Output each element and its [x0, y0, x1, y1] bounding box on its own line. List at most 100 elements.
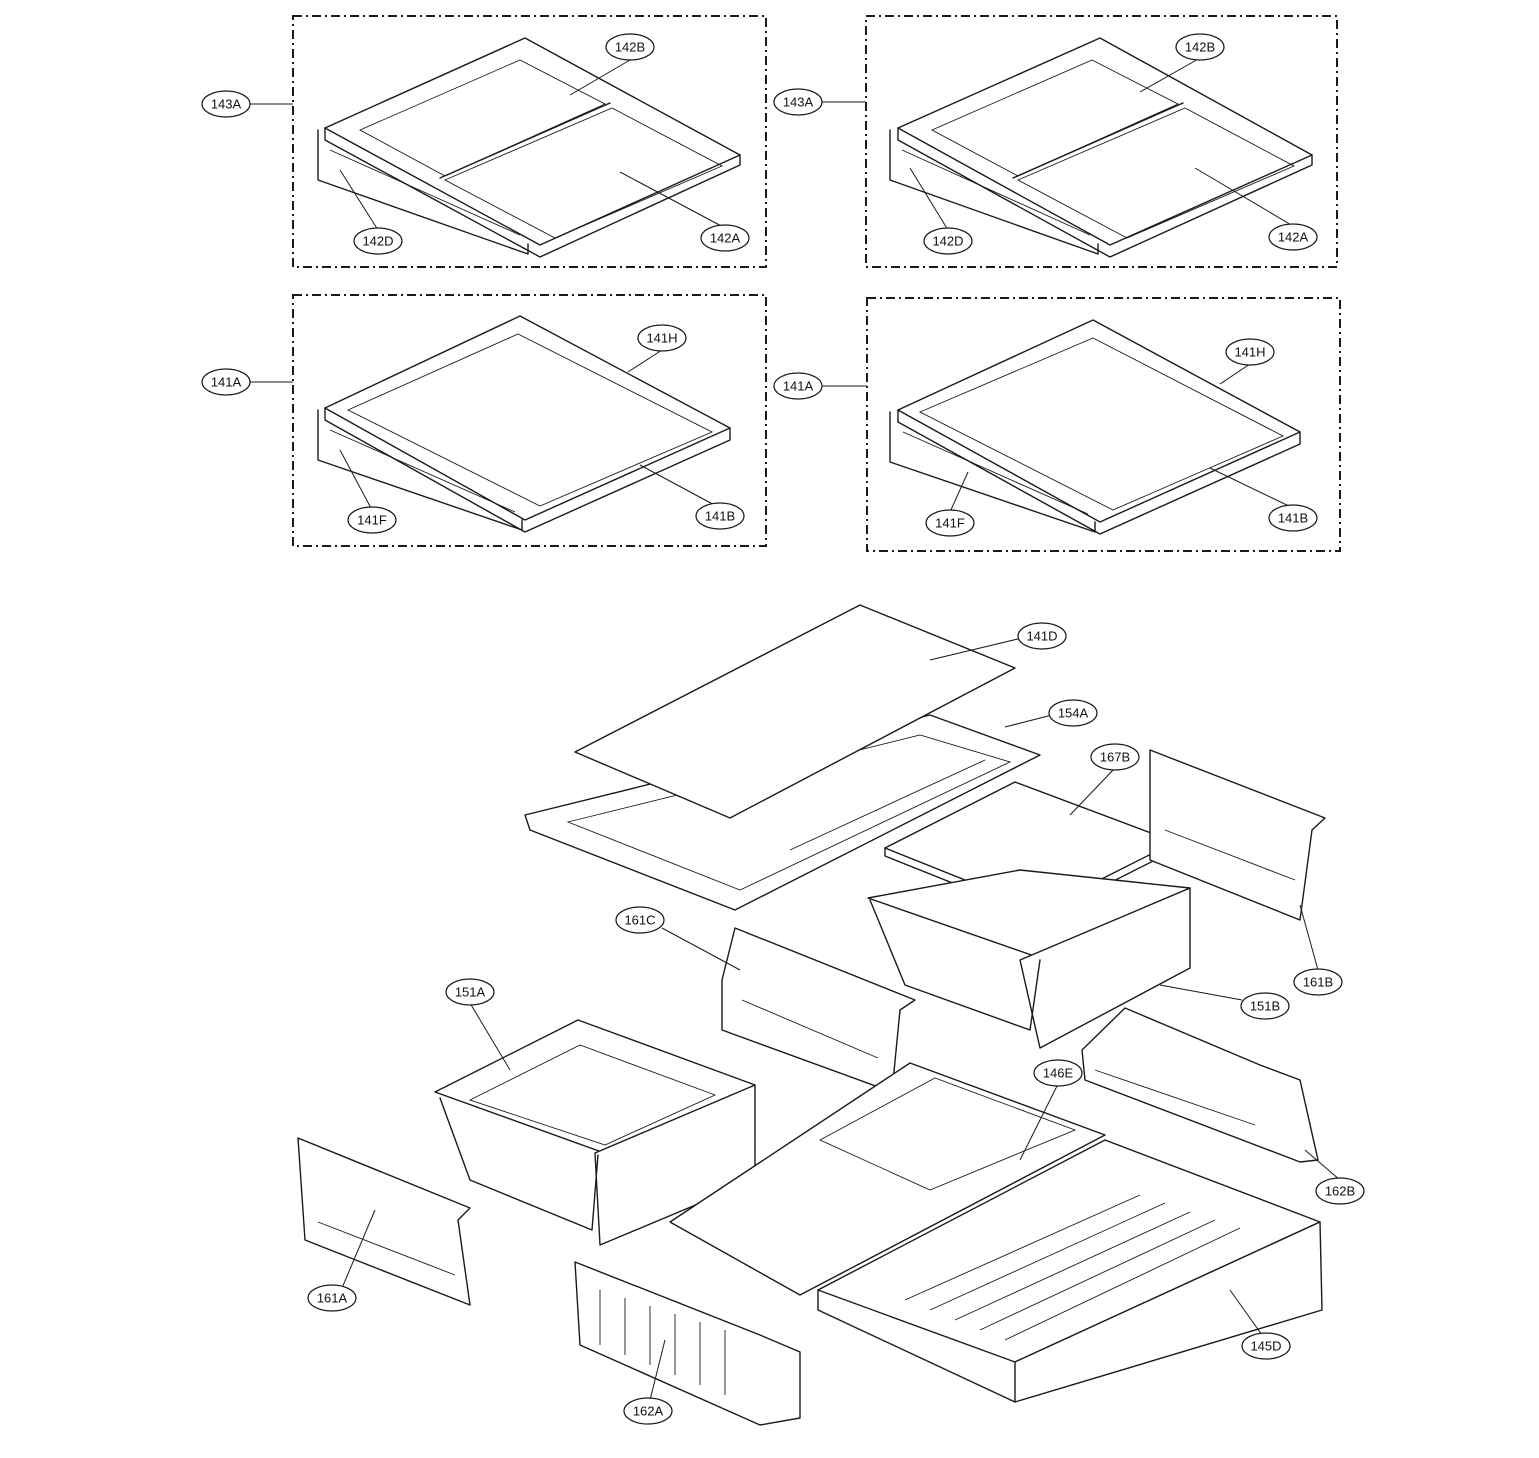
glass-panel-141H	[918, 337, 1285, 511]
assembly-boundary-box	[865, 15, 1338, 268]
shelf-divider	[1012, 102, 1184, 179]
callout-text: 142D	[932, 234, 963, 249]
shelf-frame	[324, 37, 741, 246]
callout-162A: 162A	[623, 1397, 673, 1425]
rail-panel	[721, 927, 916, 1093]
rail-panel	[574, 1261, 801, 1426]
shelf-front-edge	[324, 127, 741, 258]
callout-161C: 161C	[615, 906, 665, 934]
callout-text: 161C	[624, 913, 655, 928]
crisper-drawer-151B	[867, 869, 1191, 1049]
bracket-rail	[901, 149, 1091, 236]
callout-143A-left: 143A	[201, 90, 251, 118]
callout-141B-right: 141B	[1268, 504, 1318, 532]
callout-145D: 145D	[1241, 1332, 1291, 1360]
drawer-body	[869, 899, 1041, 1031]
callout-142D-right: 142D	[923, 227, 973, 255]
assembly-boundary-box	[292, 15, 767, 268]
callout-text: 141A	[783, 379, 814, 394]
drawer-tray-145D	[817, 1139, 1323, 1403]
divider-plate	[669, 1062, 1106, 1296]
callout-162B: 162B	[1315, 1177, 1365, 1205]
drawer-interior	[468, 1044, 717, 1146]
glass-shelf-141D	[574, 604, 1016, 819]
callout-141B-left: 141B	[695, 502, 745, 530]
callout-141F-left: 141F	[347, 506, 397, 534]
shelf-assembly-143A-right	[865, 15, 1338, 268]
callout-text: 141F	[357, 513, 387, 528]
callout-text: 142A	[1278, 230, 1309, 245]
shelf-bracket-141F	[889, 411, 1096, 533]
shelf-divider	[439, 102, 611, 179]
callout-141H-left: 141H	[637, 324, 687, 352]
callout-141H-right: 141H	[1225, 338, 1275, 366]
callout-143A-right: 143A	[773, 88, 823, 116]
drawer-rail-161B	[1149, 749, 1326, 921]
callout-142B-left: 142B	[605, 33, 655, 61]
rail-vents	[741, 999, 879, 1059]
rail-track	[317, 1221, 456, 1276]
shelf-assembly-141A-right	[866, 297, 1341, 552]
callout-text: 146E	[1043, 1066, 1074, 1081]
callout-142A-left: 142A	[700, 224, 750, 252]
bracket-rail	[902, 431, 1089, 515]
callout-151B: 151B	[1240, 992, 1290, 1020]
drawer-body	[439, 1097, 599, 1231]
drawer-rail-161C	[721, 927, 916, 1093]
callout-161A: 161A	[307, 1284, 357, 1312]
callout-146E: 146E	[1033, 1059, 1083, 1087]
callout-141D: 141D	[1017, 622, 1067, 650]
callout-text: 161B	[1303, 975, 1333, 990]
callout-text: 143A	[783, 95, 814, 110]
callout-text: 145D	[1250, 1339, 1281, 1354]
rail-track	[1164, 829, 1296, 881]
callout-text: 141A	[211, 375, 242, 390]
callout-151A: 151A	[445, 978, 495, 1006]
glass-panel-141H	[346, 333, 714, 507]
rail-track	[1094, 1069, 1256, 1126]
callout-142D-left: 142D	[353, 227, 403, 255]
drawer-rail-162A	[574, 1261, 801, 1426]
callout-text: 161A	[317, 1291, 348, 1306]
drawer-rail-161A	[297, 1137, 471, 1306]
callout-text: 141H	[646, 331, 677, 346]
rail-ribs	[599, 1290, 726, 1395]
rail-panel	[297, 1137, 471, 1306]
divider-146E	[669, 1062, 1106, 1296]
tray-ribs	[904, 1194, 1241, 1341]
shelf-bracket-142D	[317, 129, 529, 255]
shelf-bracket-142D	[889, 129, 1099, 255]
leader-lines	[250, 57, 1341, 1401]
shelf-assembly-143A-left	[292, 15, 767, 268]
rail-panel	[1081, 1007, 1319, 1163]
bracket-rail	[329, 149, 521, 236]
shelf-front-edge	[897, 409, 1301, 535]
callout-text: 141F	[935, 516, 965, 531]
assembly-boundary-box	[292, 294, 767, 547]
callout-text: 151B	[1250, 999, 1280, 1014]
shelf-bracket-141F	[317, 409, 523, 531]
divider-raised-panel	[818, 1077, 1077, 1191]
shelf-frame	[897, 37, 1313, 246]
callout-text: 141B	[1278, 511, 1308, 526]
assembly-boundary-box	[866, 297, 1341, 552]
callout-text: 141D	[1026, 629, 1057, 644]
glass-panel-142B	[930, 59, 1180, 177]
callout-141F-right: 141F	[925, 509, 975, 537]
callout-text: 167B	[1100, 750, 1130, 765]
glass-panel-142A	[1016, 107, 1296, 239]
callout-text: 151A	[455, 985, 486, 1000]
callout-142A-right: 142A	[1268, 223, 1318, 251]
drawer-rail-162B	[1081, 1007, 1319, 1163]
shelf-front-edge	[324, 407, 731, 533]
callout-text: 141B	[705, 509, 735, 524]
glass-panel-142B	[358, 59, 607, 177]
callout-text: 142B	[615, 40, 645, 55]
callout-141A-left: 141A	[201, 368, 251, 396]
callout-text: 143A	[211, 97, 242, 112]
callout-154A: 154A	[1048, 699, 1098, 727]
callout-text: 154A	[1058, 706, 1089, 721]
tray-side	[817, 1289, 1016, 1403]
rail-panel	[1149, 749, 1326, 921]
